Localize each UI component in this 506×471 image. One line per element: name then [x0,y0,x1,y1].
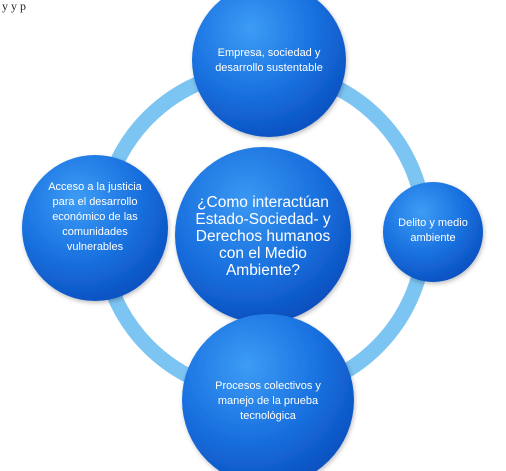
top-node-label: Empresa, sociedad y desarrollo sustentab… [215,47,323,74]
right-node-label: Delito y medio ambiente [398,217,468,244]
bottom-node-label: Procesos colectivos y manejo de la prueb… [215,379,321,422]
right-node [383,182,483,282]
top-node [192,0,346,137]
left-node-label: Acceso a la justicia para el desarrollo … [48,180,142,253]
top-left-text-fragment: y y p [2,0,26,13]
center-node [175,147,351,323]
center-node-label: ¿Como interactúan Estado-Sociedad- y Der… [195,193,331,279]
bottom-node [182,314,354,471]
left-node [22,155,168,301]
